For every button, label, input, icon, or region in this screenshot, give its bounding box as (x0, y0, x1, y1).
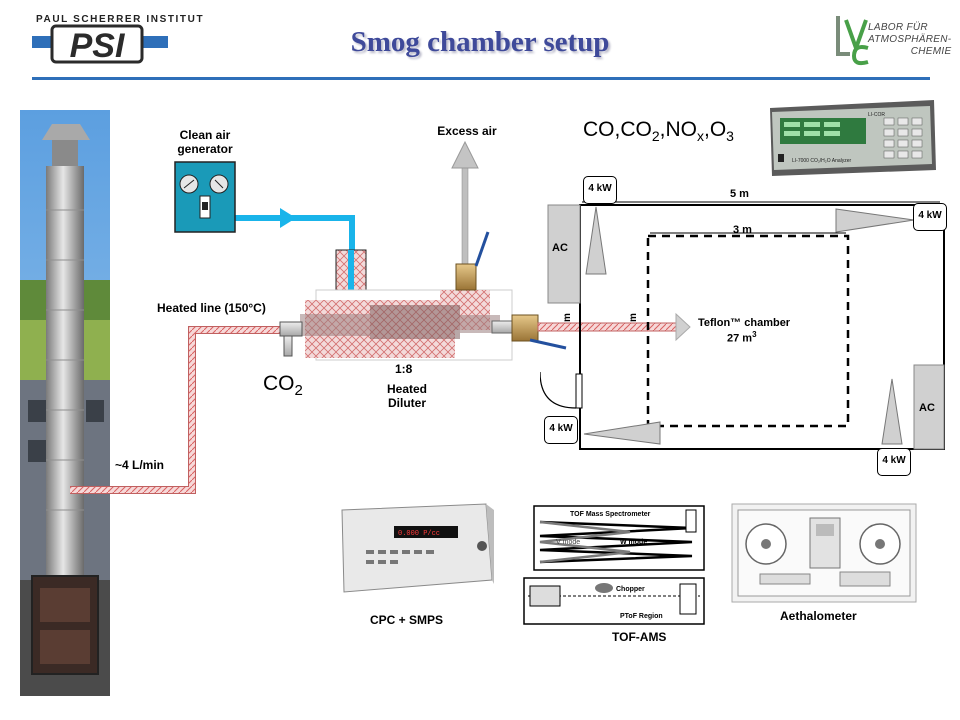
tof-inner-title: TOF Mass Spectrometer (570, 511, 651, 518)
heater-label-bottom-left: 4 kW (544, 416, 578, 444)
cpc-smps-label: CPC + SMPS (370, 613, 444, 627)
chamber-volume-unit-exp: 3 (752, 330, 757, 339)
gas-nox-sub: x (696, 128, 704, 145)
cpc-display-value: 0.000 P/cc (398, 530, 440, 538)
gas-analyzer-photo: LI-COR LI-7000 CO₂/H₂O Analyzer (764, 98, 940, 178)
heater-label-bottom-right: 4 kW (877, 448, 911, 476)
psi-institute-name: PAUL SCHERRER INSTITUT (36, 14, 205, 25)
clean-air-label: Clean air generator (177, 128, 233, 156)
chamber-volume: 27 m3 (727, 330, 757, 345)
aethalometer-photo (730, 502, 918, 604)
lac-line-2: ATMOSPHÄREN- (868, 34, 952, 45)
co2-label-base: CO (263, 372, 295, 395)
measured-gases-label: CO,CO2,NOx,O3 (583, 118, 734, 144)
gas-o3-sub: 3 (726, 128, 734, 145)
gas-co: CO, (583, 118, 621, 141)
svg-text:m: m (628, 313, 639, 322)
lac-line-3: CHEMIE (910, 46, 952, 57)
heated-diluter (300, 289, 513, 361)
co2-label-sub: 2 (294, 382, 303, 400)
svg-text:m: m (562, 313, 573, 322)
heated-line-label: Heated line (150°C) (157, 301, 266, 315)
gas-co2: CO (620, 118, 652, 141)
tof-v-mode: V mode (556, 539, 580, 546)
tof-ams-label: TOF-AMS (612, 630, 667, 644)
gas-analyzer-model: LI-7000 CO₂/H₂O Analyzer (792, 158, 852, 164)
heater-label-top-right: 4 kW (913, 203, 947, 231)
tof-w-mode: W mode (620, 539, 647, 546)
gas-co2-sub: 2 (651, 128, 660, 145)
tof-chopper: Chopper (616, 586, 645, 593)
co2-label: CO2 (263, 372, 303, 399)
gas-nox: ,NO (659, 118, 697, 141)
chamber-name: Teflon™ chamber (698, 317, 791, 329)
header-rule (32, 77, 930, 80)
flow-rate-label: ~4 L/min (115, 458, 165, 472)
heater-label-top-left: 4 kW (583, 176, 617, 204)
psi-logo-text: PSI (70, 27, 126, 65)
dilution-ratio: 1:8 (395, 362, 413, 376)
page-title: Smog chamber setup (350, 26, 610, 58)
gas-o3: ,O (703, 118, 727, 141)
psi-logo: PSI (32, 24, 168, 65)
stove-photo (20, 110, 110, 696)
excess-air-label: Excess air (437, 124, 497, 138)
outer-dimension: 5 m (730, 188, 749, 200)
clean-air-generator (174, 161, 236, 233)
chamber-enclosure (579, 204, 945, 450)
teflon-bag (646, 234, 850, 428)
lac-line-1: LABOR FÜR (868, 22, 928, 33)
clean-air-arrow (280, 208, 296, 228)
tof-ams-schematic: TOF Mass Spectrometer V mode W mode Chop… (520, 498, 712, 626)
tof-ptof-region: PToF Region (620, 613, 663, 620)
lac-name: LABOR FÜR ATMOSPHÄREN- CHEMIE (868, 22, 951, 58)
clean-air-line (232, 215, 355, 296)
ac-label-left: AC (552, 242, 568, 254)
gas-analyzer-brand: LI-COR (868, 112, 885, 118)
cpc-photo: 0.000 P/cc (336, 500, 496, 600)
lac-logo (836, 16, 869, 66)
ac-label-right: AC (919, 402, 935, 414)
excess-air-arrow (451, 140, 479, 169)
aethalometer-label: Aethalometer (780, 609, 857, 623)
smog-chamber: m m (540, 201, 945, 450)
inner-dimension: 3 m (733, 224, 752, 236)
chamber-volume-value: 27 m (727, 332, 753, 345)
heated-diluter-label: Heated Diluter (386, 382, 427, 410)
